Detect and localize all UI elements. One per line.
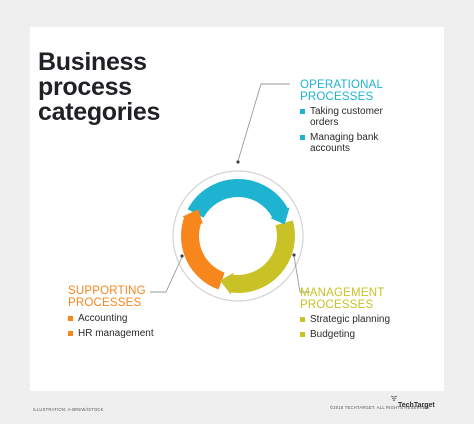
process-cycle-diagram: [150, 83, 310, 302]
management-arrow-head: [220, 272, 234, 295]
techtarget-logo-icon: [390, 395, 398, 401]
operational-connector-dot: [236, 160, 240, 164]
supporting-bullet: [68, 316, 73, 321]
title-line-3: categories: [38, 98, 161, 126]
management-list: Strategic planning Budgeting: [300, 314, 410, 344]
supporting-heading-line-2: PROCESSES: [68, 297, 142, 309]
list-item: Strategic planning: [300, 314, 410, 325]
supporting-ring-segment: [181, 216, 226, 290]
supporting-heading: SUPPORTING PROCESSES: [68, 285, 146, 309]
list-item: Managing bank accounts: [300, 132, 410, 154]
list-item: Budgeting: [300, 329, 410, 340]
supporting-heading-line-1: SUPPORTING: [68, 285, 146, 297]
page-title: Business process categories: [38, 50, 208, 125]
operational-heading-line-1: OPERATIONAL: [300, 79, 384, 91]
outer-ring: [172, 170, 304, 302]
operational-bullet: [300, 135, 305, 140]
title-line-2: process: [38, 73, 132, 101]
supporting-arrow-head: [182, 209, 203, 224]
operational-arrow-head: [270, 207, 290, 225]
operational-connector-line: [237, 83, 290, 162]
list-item-label: Taking customer orders: [310, 106, 383, 128]
list-item: HR management: [68, 328, 178, 339]
management-heading-line-2: PROCESSES: [300, 299, 374, 311]
copyright-notice: ©2018 TECHTARGET. ALL RIGHTS RESERVED.: [330, 405, 431, 410]
operational-heading: OPERATIONAL PROCESSES: [300, 79, 383, 103]
list-item-label: Accounting: [78, 313, 128, 324]
techtarget-logo: TechTarget: [398, 402, 435, 409]
list-item: Accounting: [68, 313, 178, 324]
operational-bullet: [300, 109, 305, 114]
operational-ring-segment: [187, 179, 289, 219]
list-item-label: Budgeting: [310, 329, 356, 340]
supporting-connector-dot: [180, 254, 184, 258]
management-heading-line-1: MANAGEMENT: [300, 287, 385, 299]
title-line-1: Business: [38, 48, 147, 76]
management-connector-dot: [292, 253, 296, 257]
supporting-connector-line: [150, 256, 183, 293]
management-connector-line: [293, 255, 310, 293]
supporting-bullet: [68, 331, 73, 336]
diagram-card: [30, 27, 444, 391]
management-bullet: [300, 317, 305, 322]
list-item-label: HR management: [78, 328, 154, 339]
management-ring-segment: [230, 220, 295, 293]
list-item: Taking customer orders: [300, 106, 410, 128]
supporting-list: Accounting HR management: [68, 313, 178, 343]
management-heading: MANAGEMENT PROCESSES: [300, 287, 384, 311]
illustration-credit: ILLUSTRATION: A-BREW/ISTOCK: [33, 407, 104, 412]
operational-heading-line-2: PROCESSES: [300, 91, 374, 103]
list-item-label: Strategic planning: [310, 314, 391, 325]
management-bullet: [300, 332, 305, 337]
operational-list: Taking customer orders Managing bank acc…: [300, 106, 410, 158]
list-item-label: Managing bank accounts: [310, 132, 379, 154]
